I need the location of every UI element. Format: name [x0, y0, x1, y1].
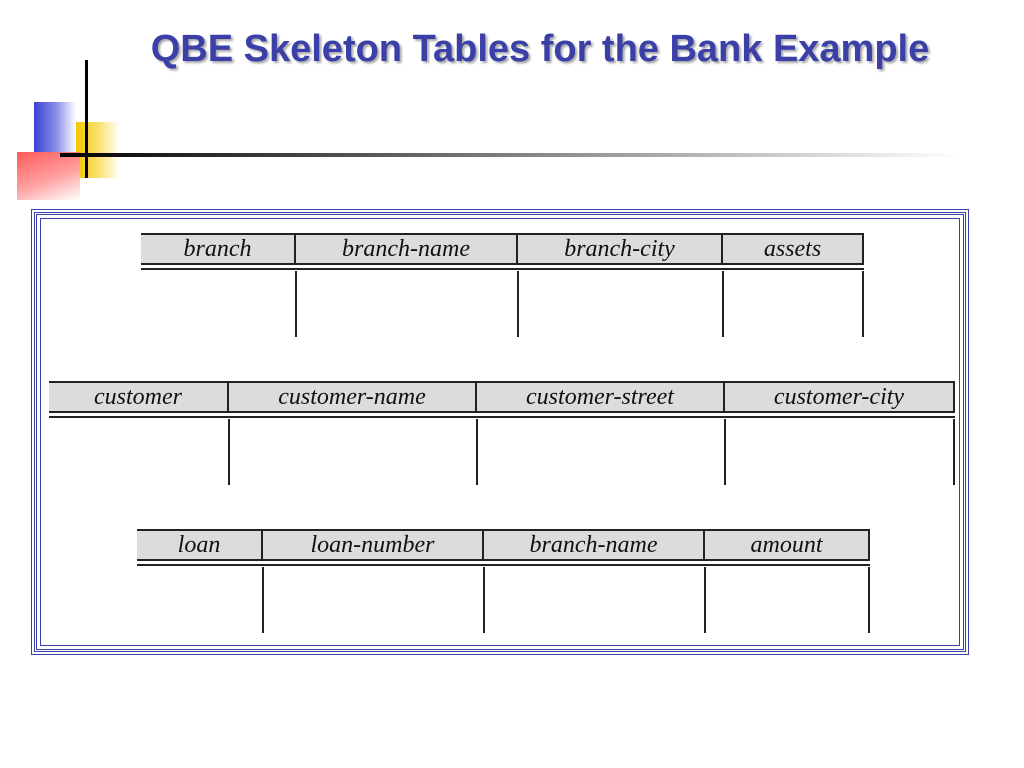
empty-cell[interactable] [297, 271, 519, 337]
column-header: customer-city [773, 383, 905, 410]
column-header: customer-street [477, 383, 725, 411]
decoration-blue-square [34, 102, 76, 158]
skeleton-table-customer: customer customer-name customer-street c… [49, 381, 955, 485]
column-header: customer-name [229, 383, 477, 411]
empty-cell[interactable] [726, 419, 955, 485]
column-header: assets [763, 235, 822, 262]
table-name-cell: customer [49, 383, 229, 411]
decoration-red-square [17, 152, 80, 200]
table-name-cell: loan [137, 531, 263, 559]
table-empty-row [137, 567, 870, 633]
table-empty-row [49, 419, 955, 485]
decoration-vertical-line [85, 60, 88, 178]
table-rule [49, 416, 955, 419]
column-header: amount [750, 531, 823, 558]
empty-cell[interactable] [706, 567, 870, 633]
empty-cell[interactable] [230, 419, 478, 485]
table-header-row: loan loan-number branch-name amount [137, 529, 870, 561]
table-header-row: customer customer-name customer-street c… [49, 381, 955, 413]
empty-cell[interactable] [519, 271, 724, 337]
figure-frame: branch branch-name branch-city assets cu… [31, 209, 969, 655]
column-header: loan-number [263, 531, 484, 559]
table-empty-row [141, 271, 864, 337]
empty-cell[interactable] [724, 271, 864, 337]
column-header: branch-city [518, 235, 723, 263]
decoration-horizontal-line [60, 153, 960, 157]
table-rule [137, 564, 870, 567]
table-header-row: branch branch-name branch-city assets [141, 233, 864, 265]
skeleton-table-branch: branch branch-name branch-city assets [141, 233, 864, 337]
empty-cell[interactable] [137, 567, 264, 633]
table-rule [141, 268, 864, 271]
empty-cell[interactable] [141, 271, 297, 337]
empty-cell[interactable] [49, 419, 230, 485]
figure-frame-inner [40, 218, 960, 646]
table-name-cell: branch [141, 235, 296, 263]
empty-cell[interactable] [478, 419, 726, 485]
column-header: branch-name [296, 235, 518, 263]
skeleton-table-loan: loan loan-number branch-name amount [137, 529, 870, 633]
empty-cell[interactable] [264, 567, 485, 633]
column-header: branch-name [484, 531, 705, 559]
slide-title: QBE Skeleton Tables for the Bank Example [150, 28, 930, 70]
empty-cell[interactable] [485, 567, 706, 633]
decoration-yellow-square [76, 122, 120, 178]
